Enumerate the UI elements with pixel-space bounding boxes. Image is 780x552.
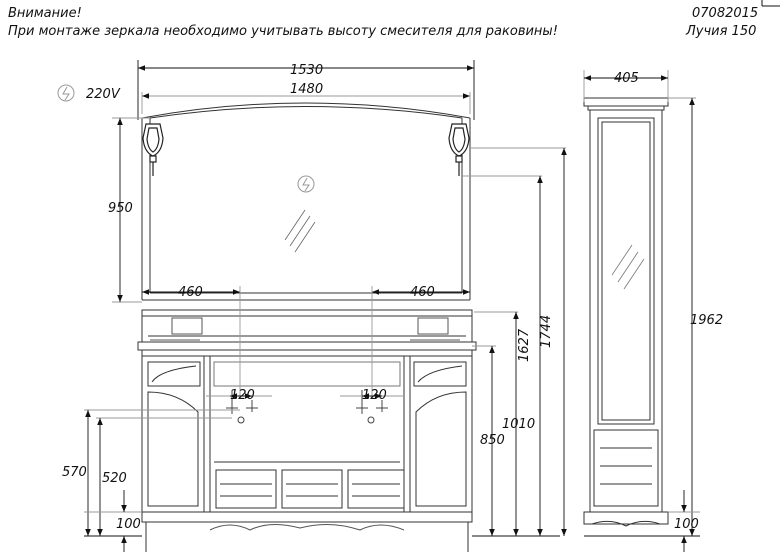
tall-cabinet: [583, 97, 669, 527]
dim-height-570: 570: [62, 465, 87, 480]
mirror: [141, 102, 471, 301]
mirror-reflection: [284, 209, 316, 253]
drawing-code: 07082015: [692, 6, 759, 21]
power-socket-icon-mirror: [297, 175, 315, 193]
dim-cabinet-height: 1962: [690, 313, 723, 328]
dim-left-mixer-spacing: 120: [230, 388, 255, 403]
cabinet-mirror-reflection: [611, 244, 645, 290]
dimension-lines: [84, 60, 700, 552]
series-name: Лучия 150: [686, 24, 757, 39]
dim-mirror-height: 950: [108, 201, 133, 216]
warning-text: При монтаже зеркала необходимо учитывать…: [8, 24, 558, 39]
dim-left-offset: 460: [178, 285, 203, 300]
power-socket-icon: [57, 84, 75, 102]
vanity: [137, 309, 477, 552]
dim-height-1744: 1744: [539, 315, 554, 348]
voltage-label: 220V: [86, 87, 121, 102]
dim-mirror-inner-width: 1480: [290, 82, 323, 97]
lamp-left: [142, 123, 164, 176]
frame-corner: [761, 0, 780, 7]
dim-right-offset: 460: [410, 285, 435, 300]
dim-mirror-outer-width: 1530: [290, 63, 323, 78]
dim-cabinet-width: 405: [614, 71, 639, 86]
warning-title: Внимание!: [8, 6, 82, 21]
dim-height-1627: 1627: [517, 328, 532, 362]
dim-right-mixer-spacing: 120: [362, 388, 387, 403]
dim-base-left: 100: [116, 517, 141, 532]
lamp-right: [448, 123, 470, 176]
dim-height-520: 520: [102, 471, 127, 486]
dim-base-right: 100: [674, 517, 699, 532]
dim-height-1010: 1010: [502, 417, 535, 432]
dim-height-850: 850: [480, 433, 505, 448]
